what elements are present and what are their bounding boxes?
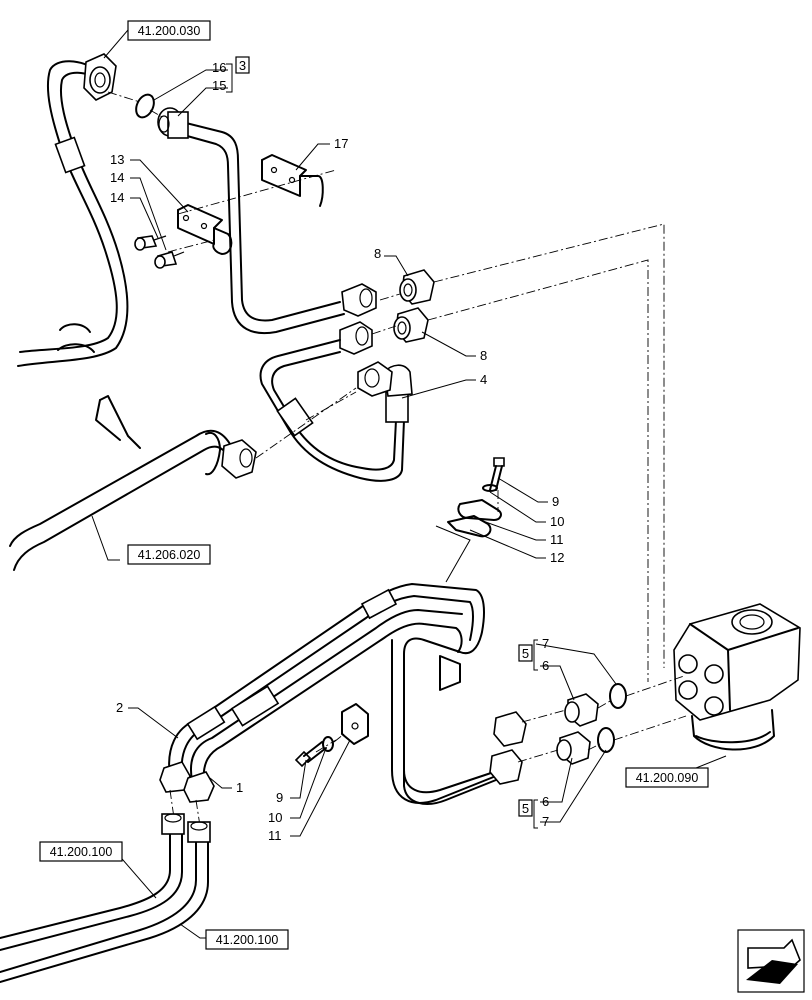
svg-text:41.200.100: 41.200.100 [50, 845, 113, 859]
item-label-14a: 14 [110, 170, 124, 185]
washer-10-lower [322, 736, 334, 752]
item-label-1: 1 [236, 780, 243, 795]
item-label-11-upper: 11 [550, 532, 564, 547]
assembly-lines [107, 91, 687, 827]
svg-text:41.200.030: 41.200.030 [138, 24, 201, 38]
item-label-7-lower: 7 [542, 814, 549, 829]
item-label-11-lower: 11 [268, 828, 282, 843]
item-label-6-upper: 6 [542, 658, 549, 673]
bolt-14-b [154, 251, 185, 269]
item-label-8-lower: 8 [480, 348, 487, 363]
item-label-7-upper: 7 [542, 636, 549, 651]
callout-box-5-upper: 5 [518, 644, 533, 662]
upper-left-hose [17, 60, 129, 367]
item-label-9-lower: 9 [276, 790, 283, 805]
clamp-17 [261, 154, 324, 207]
o-ring-7-lower [597, 727, 615, 753]
svg-text:41.206.020: 41.206.020 [138, 548, 201, 562]
callout-box-3: 3 [235, 56, 250, 74]
reference-41-200-100-upper[interactable]: 41.200.100 [39, 841, 123, 862]
item-label-10-lower: 10 [268, 810, 282, 825]
clamp-11-lower [341, 703, 369, 745]
item-label-17: 17 [334, 136, 348, 151]
item-label-8-upper: 8 [374, 246, 381, 261]
o-ring-7-upper [609, 683, 627, 709]
pipe-nut-lower [339, 321, 373, 355]
svg-text:5: 5 [522, 646, 529, 661]
item-label-13: 13 [110, 152, 124, 167]
adapter-fitting-8-lower [393, 307, 429, 343]
item-label-15: 15 [212, 78, 226, 93]
callout-box-5-lower: 5 [518, 799, 533, 817]
item-label-16: 16 [212, 60, 226, 75]
pipe-nut-upper [341, 283, 377, 317]
clamp-half-12 [447, 515, 492, 538]
adapter-fitting-6-upper [564, 693, 599, 727]
adapter-fitting-8-upper [399, 269, 435, 305]
clamp-half-11 [457, 499, 502, 521]
o-ring-16 [135, 93, 155, 119]
clamp-13 [177, 204, 233, 255]
item-label-14b: 14 [110, 190, 124, 205]
reference-41-206-020[interactable]: 41.206.020 [127, 544, 211, 565]
washer-10-upper [482, 484, 498, 492]
next-page-arrow-icon[interactable] [737, 929, 805, 993]
svg-text:3: 3 [239, 58, 246, 73]
hose-assembly-4 [259, 339, 413, 482]
twin-hoses-1-2 [159, 583, 527, 805]
svg-text:5: 5 [522, 801, 529, 816]
leader-lines [91, 29, 727, 939]
reference-41-200-090[interactable]: 41.200.090 [625, 767, 709, 788]
item-label-9-upper: 9 [552, 494, 559, 509]
lower-pipes-to-41-200-100 [0, 813, 211, 983]
item-label-6-lower: 6 [542, 794, 549, 809]
item-label-10-upper: 10 [550, 514, 564, 529]
item-label-4: 4 [480, 372, 487, 387]
steel-pipe-15 [157, 107, 345, 335]
reference-41-200-100-lower[interactable]: 41.200.100 [205, 929, 289, 950]
lower-left-pipe [9, 395, 257, 571]
svg-text:41.200.100: 41.200.100 [216, 933, 279, 947]
bolt-14-a [134, 235, 167, 251]
adapter-fitting-6-lower [556, 731, 591, 765]
hose-end-nut-upper [83, 53, 117, 101]
reference-41-200-030[interactable]: 41.200.030 [127, 20, 211, 41]
bolt-9-lower [294, 741, 327, 768]
item-label-2: 2 [116, 700, 123, 715]
item-label-12: 12 [550, 550, 564, 565]
steering-unit [673, 603, 801, 751]
svg-text:41.200.090: 41.200.090 [636, 771, 699, 785]
